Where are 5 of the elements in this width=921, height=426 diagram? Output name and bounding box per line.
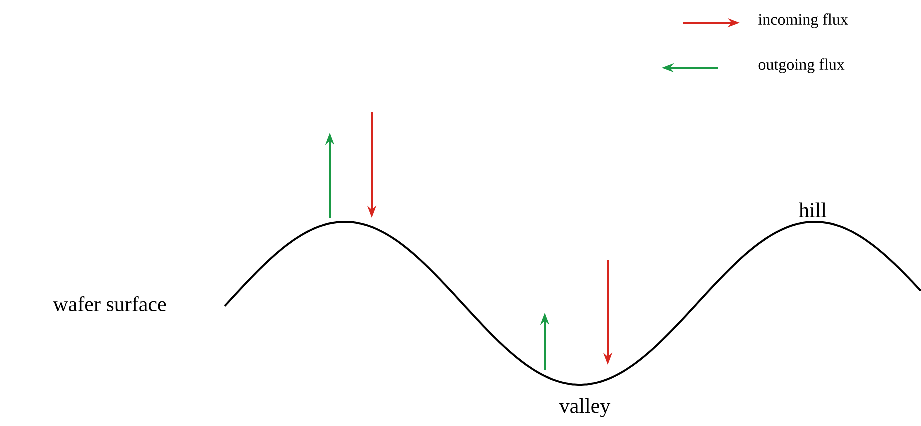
surface-label: valley (559, 398, 611, 418)
legend-text: incoming flux (758, 14, 848, 28)
surface-label: wafer surface (53, 296, 166, 312)
surface-label: hill (799, 202, 827, 218)
legend-text: outgoing flux (758, 58, 845, 74)
